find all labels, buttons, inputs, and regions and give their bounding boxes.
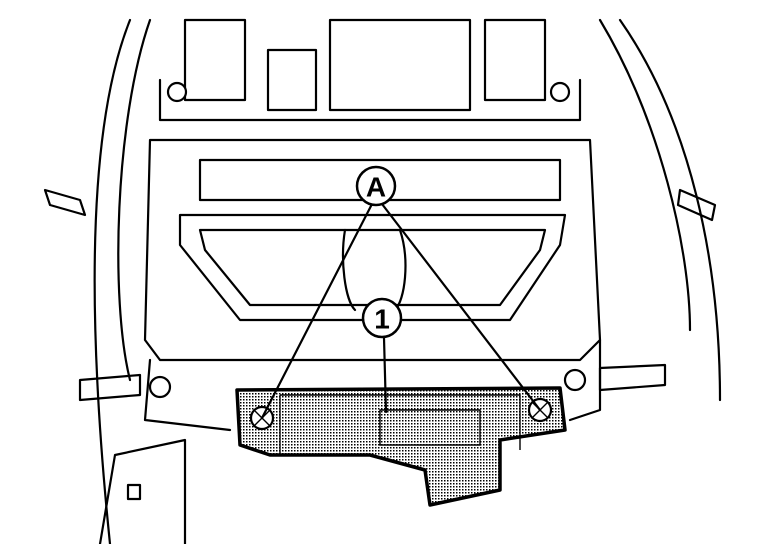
mounting-bracket [78,138,667,544]
control-unit [235,386,567,507]
leader-lines [260,202,542,420]
callout-a-label: A [366,172,386,203]
upper-connectors [158,18,582,122]
callout-1-label: 1 [374,304,390,335]
console-trim [43,18,722,544]
callout-a: A [355,165,397,207]
callout-1: 1 [361,297,403,339]
